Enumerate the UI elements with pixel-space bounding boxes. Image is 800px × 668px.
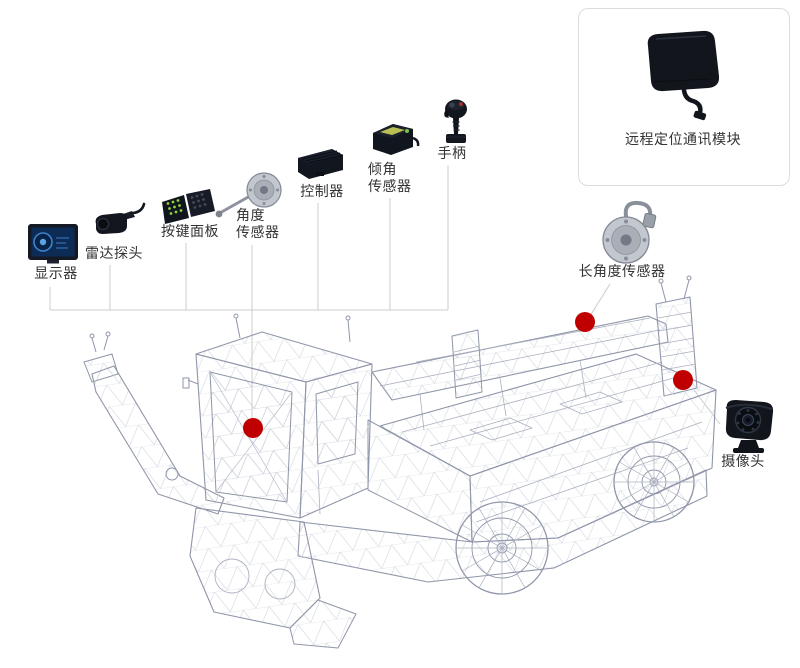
location-markers — [243, 312, 693, 438]
remote-module-box — [578, 8, 790, 186]
remote-module-label: 远程定位通讯模块 — [625, 132, 741, 148]
wheel-rear — [613, 441, 695, 523]
cable-angle-sensor-icon — [602, 200, 657, 264]
angle-sensor-icon — [215, 172, 282, 218]
joystick-icon — [444, 99, 467, 143]
keypad-icon — [162, 189, 215, 224]
controller-box-icon — [298, 149, 344, 179]
controller-label: 控制器 — [300, 184, 344, 200]
rearview-camera-icon — [725, 400, 774, 453]
marker-rear-deck-icon — [673, 370, 693, 390]
gps-antenna-icon — [647, 30, 720, 121]
joystick-label: 手柄 — [437, 146, 467, 162]
long-angle-sensor-label: 长角度传感器 — [578, 264, 666, 280]
marker-boom-icon — [575, 312, 595, 332]
radar-probe-label: 雷达探头 — [85, 246, 143, 262]
tilt-sensor-icon — [373, 124, 420, 155]
keypad-label: 按键面板 — [161, 224, 219, 240]
camera-label: 摄像头 — [721, 454, 765, 470]
vehicle-wireframe — [83, 275, 717, 649]
monitor-icon — [28, 224, 78, 264]
tilt-sensor-label: 倾角 传感器 — [368, 162, 412, 195]
marker-cab-icon — [243, 418, 263, 438]
display-label: 显示器 — [34, 266, 78, 282]
angle-sensor-label: 角度 传感器 — [236, 208, 280, 241]
radar-camera-icon — [95, 202, 146, 234]
wheel-front — [455, 501, 549, 595]
